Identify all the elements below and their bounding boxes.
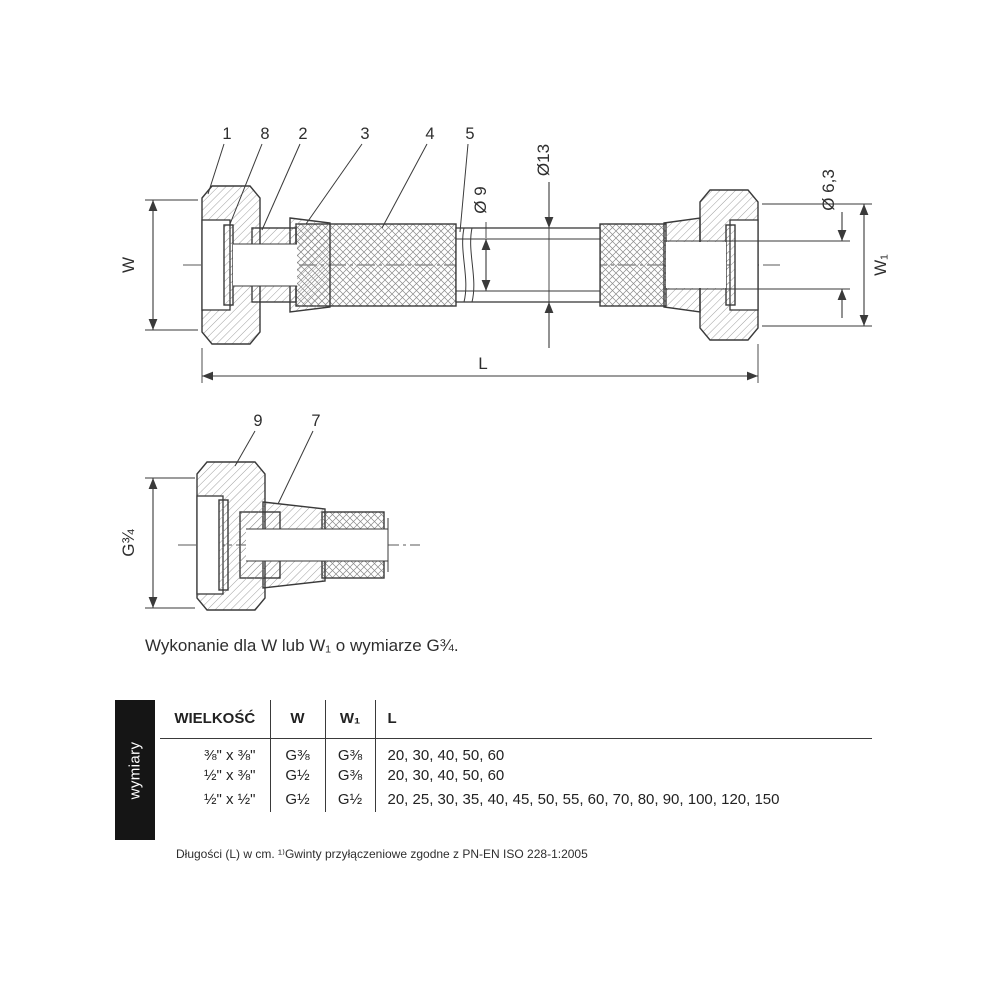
cell-size: ⅜" x ⅜" [203, 746, 256, 764]
braided-hose-right [599, 223, 667, 307]
callout-7: 7 [311, 412, 320, 430]
dim-w-label: W [119, 257, 138, 273]
dim-d13-label: Ø13 [534, 144, 553, 176]
cell-lengths: 20, 30, 40, 50, 60 [374, 763, 872, 788]
cell-w1: G⅜ [324, 738, 375, 764]
callout-8: 8 [260, 125, 269, 143]
washer-left [223, 224, 234, 306]
footer-note: Długości (L) w cm. ¹⁾Gwinty przyłączenio… [176, 847, 588, 861]
callout-5: 5 [465, 125, 474, 143]
dimensions-table: WIELKOŚĆ W W₁ L ⅜" x ⅜" G⅜ G⅜ 20, 30, 40… [160, 700, 872, 812]
main-callouts: 1 8 2 3 4 5 [207, 125, 475, 233]
break-line [470, 227, 475, 303]
col-header-l: L [374, 700, 872, 739]
wymiary-tab-label: wymiary [126, 741, 144, 799]
cell-w: G⅜ [269, 738, 325, 764]
dim-l-label: L [478, 354, 487, 373]
washer-right [725, 224, 736, 306]
variant-note: Wykonanie dla W lub W₁ o wymiarze G¾. [145, 636, 459, 655]
callout-1: 1 [222, 125, 231, 143]
callout-3: 3 [360, 125, 369, 143]
callout-2: 2 [298, 125, 307, 143]
inner-tube [455, 227, 601, 303]
wymiary-tab: wymiary [115, 700, 155, 840]
dim-w1-label: W₁ [871, 254, 890, 276]
dim-g34-label: G¾ [119, 528, 138, 556]
dim-d9-label: Ø 9 [471, 186, 490, 213]
col-header-wielkosc: WIELKOŚĆ [160, 700, 270, 739]
callout-9: 9 [253, 412, 262, 430]
table-header-row: WIELKOŚĆ W W₁ L [160, 700, 872, 739]
col-header-w1: W₁ [324, 700, 375, 739]
cell-lengths: 20, 25, 30, 35, 40, 45, 50, 55, 60, 70, … [374, 787, 872, 812]
col-header-w: W [269, 700, 325, 739]
table-row: ½" x ½" G½ G½ 20, 25, 30, 35, 40, 45, 50… [160, 787, 872, 812]
cell-size: ½" x ½" [203, 791, 256, 808]
cell-lengths: 20, 30, 40, 50, 60 [374, 738, 872, 764]
technical-drawing: 1 8 2 3 4 5 W W₁ [119, 125, 890, 611]
main-assembly-drawing [183, 185, 780, 345]
cell-w: G½ [269, 763, 325, 788]
cell-w1: G⅜ [324, 763, 375, 788]
break-line [462, 227, 467, 303]
cell-w: G½ [269, 787, 325, 812]
callout-4: 4 [425, 125, 434, 143]
dimension-annotations: W W₁ L Ø13 Ø 9 Ø 6,3 [119, 144, 890, 383]
cell-w1: G½ [324, 787, 375, 812]
table-row: ½" x ⅜" G½ G⅜ 20, 30, 40, 50, 60 [160, 763, 872, 788]
dim-d63-label: Ø 6,3 [819, 169, 838, 211]
detail-washer [218, 499, 229, 591]
detail-drawing: 9 7 G¾ [119, 412, 420, 611]
cell-size: ½" x ⅜" [203, 767, 256, 784]
table-row: ⅜" x ⅜" G⅜ G⅜ 20, 30, 40, 50, 60 [160, 738, 872, 764]
